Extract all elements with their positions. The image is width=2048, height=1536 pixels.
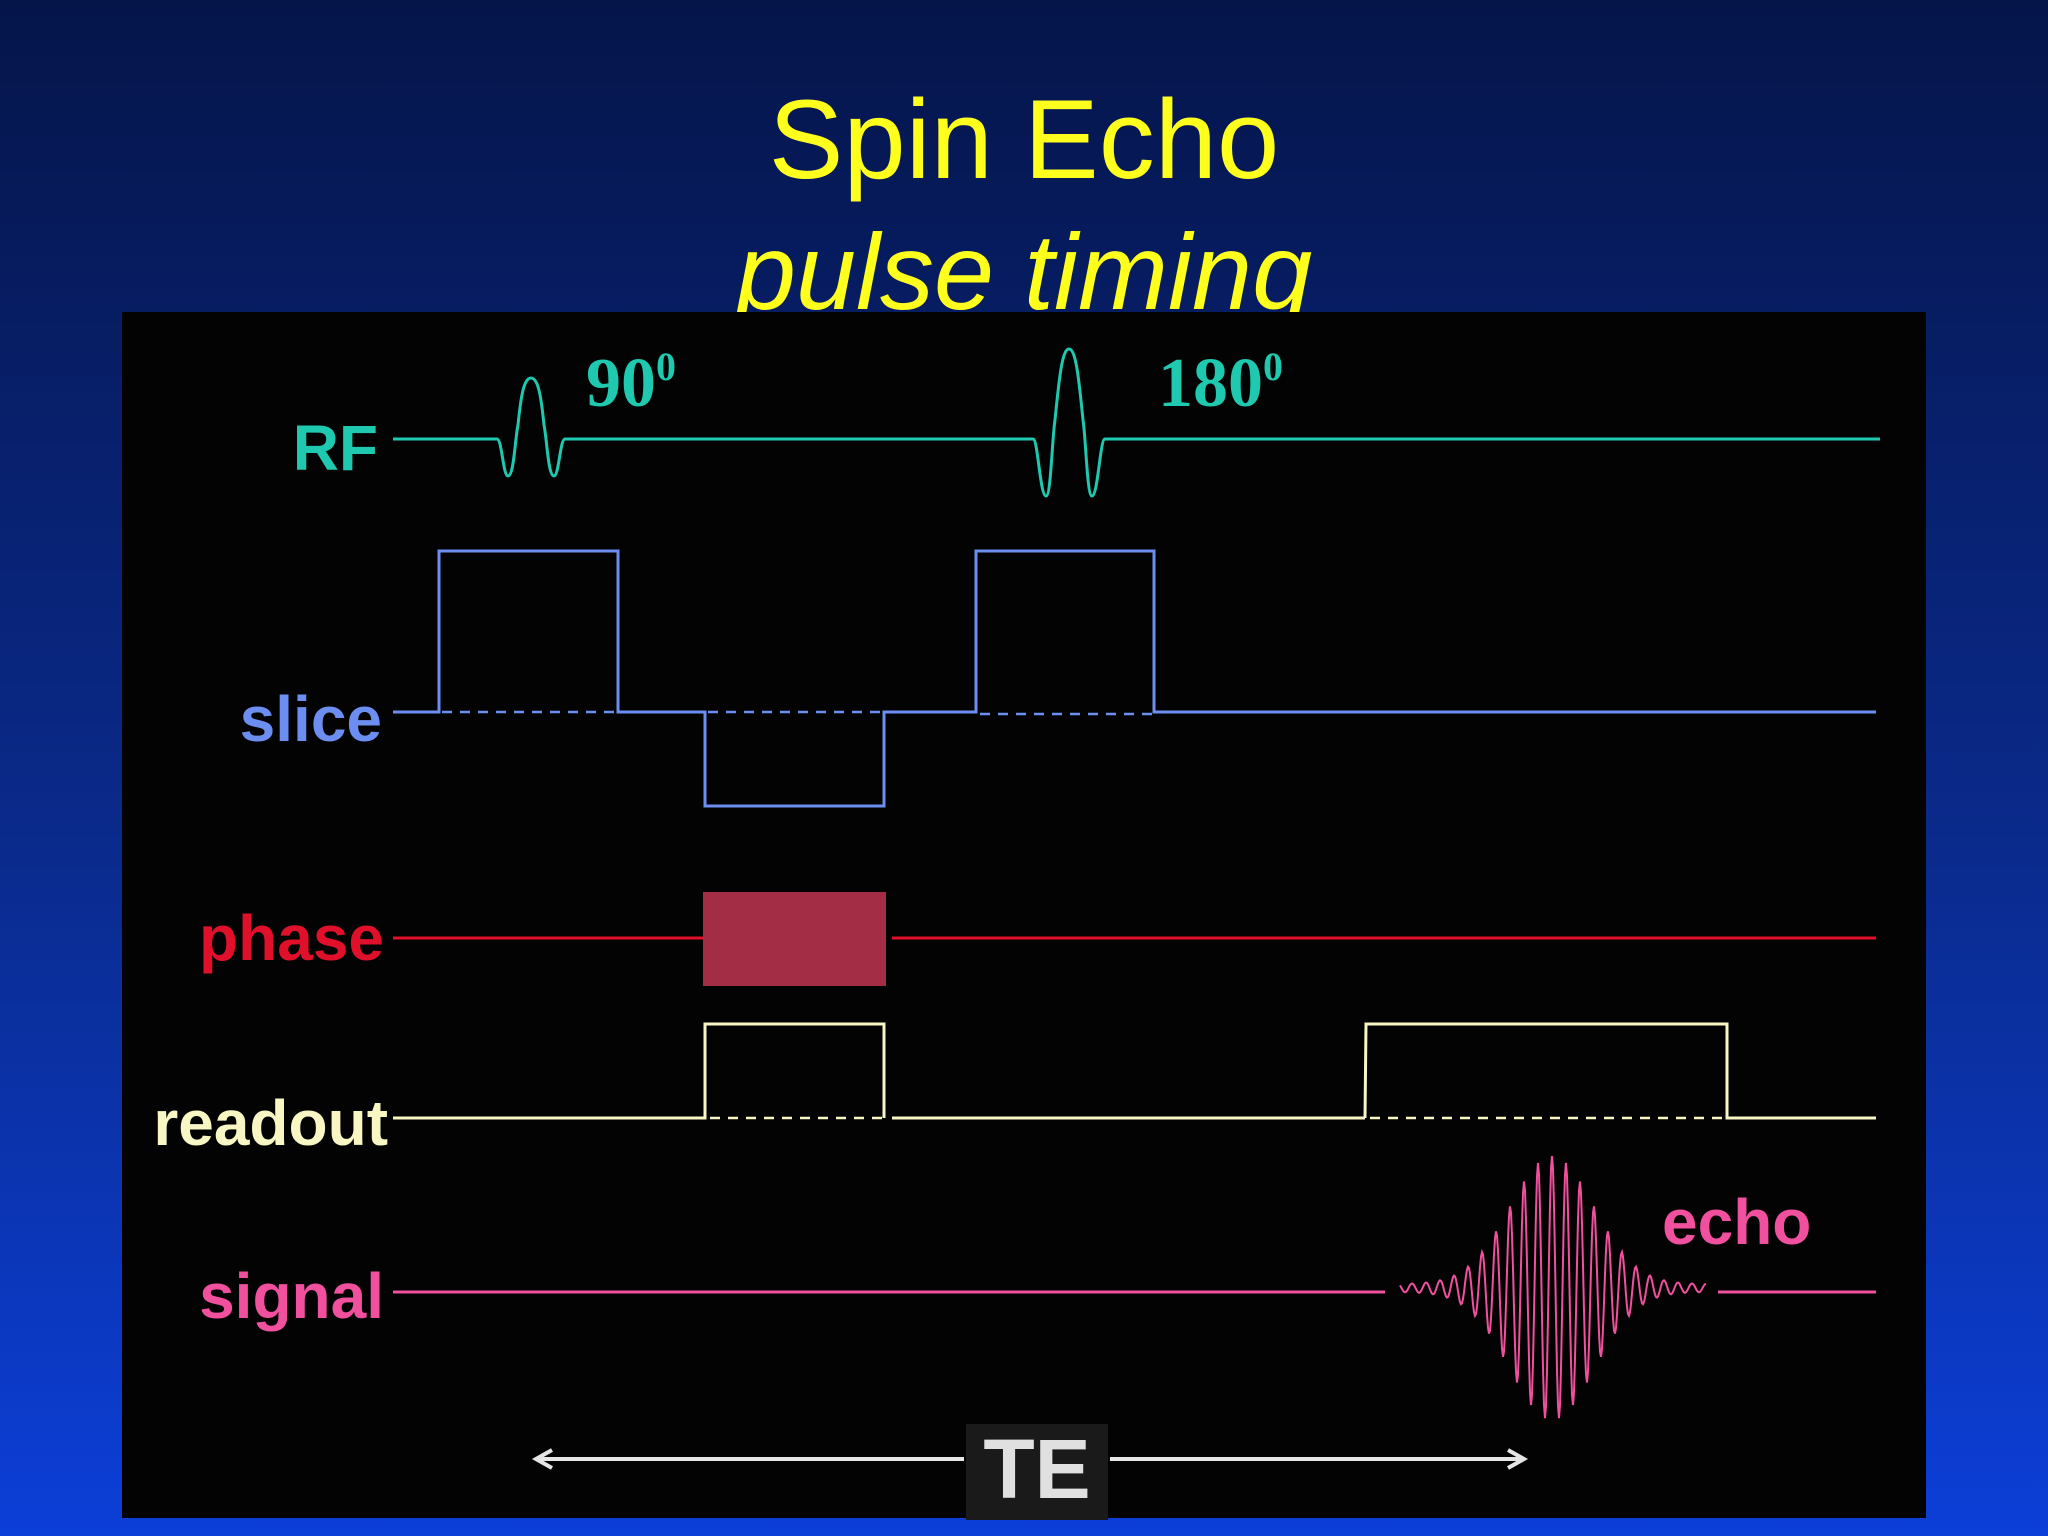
pulse-180-label: 1800 [1158, 344, 1283, 422]
slide-subtitle: pulse timing [735, 211, 1313, 332]
pulse-90-label: 900 [586, 344, 676, 422]
te-arrow-left-head [531, 1448, 553, 1470]
pulse-90-degree: 0 [656, 344, 676, 389]
pulse-90-angle: 90 [586, 345, 656, 422]
slice-dashed-refs [442, 710, 1152, 716]
pulse-180-angle: 180 [1158, 345, 1263, 422]
phase-channel [393, 892, 1876, 986]
phase-label: phase [199, 902, 384, 974]
rf-pulse-180 [1031, 347, 1107, 498]
slice-channel [393, 549, 1876, 808]
rf-pulse-90 [495, 376, 567, 478]
te-arrow [531, 1448, 1529, 1470]
signal-label: signal [199, 1260, 384, 1332]
slice-label: slice [240, 683, 382, 755]
phase-encoding-block [703, 892, 886, 986]
rf-channel [393, 347, 1880, 498]
readout-label: readout [153, 1087, 388, 1159]
slice-gradient-waveform [393, 549, 1876, 808]
slide-title: Spin Echo [768, 77, 1280, 202]
te-label: TE [983, 1422, 1090, 1516]
te-label-backdrop [966, 1424, 1108, 1520]
echo-label: echo [1662, 1186, 1811, 1258]
readout-gradient-right [1363, 1022, 1876, 1120]
te-arrow-right-head [1507, 1448, 1529, 1470]
readout-channel [393, 1022, 1876, 1120]
diagram-panel [122, 312, 1926, 1518]
pulse-180-degree: 0 [1263, 344, 1283, 389]
echo-waveform [1399, 1155, 1707, 1419]
rf-label: RF [293, 412, 378, 484]
readout-gradient-left [393, 1022, 886, 1120]
signal-channel [393, 1155, 1876, 1419]
